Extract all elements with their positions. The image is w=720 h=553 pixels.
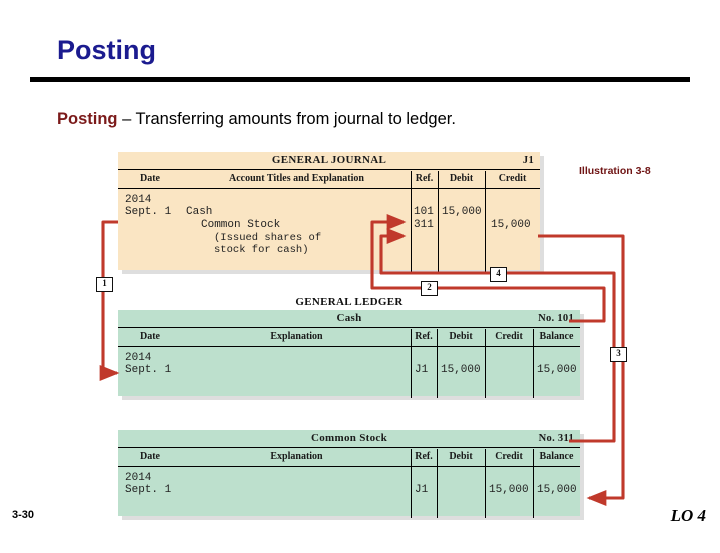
step-marker-3: 3 (610, 347, 627, 362)
general-ledger-caption: GENERAL LEDGER (295, 296, 403, 308)
subtitle-keyword: Posting (57, 110, 118, 128)
title-divider (30, 77, 690, 82)
journal-col-debit: Debit (449, 173, 474, 184)
cash-header-row: Date Explanation Ref. Debit Credit Balan… (118, 327, 580, 347)
learning-objective-label: LO 4 (670, 506, 706, 525)
cash-row-ref: J1 (415, 364, 429, 376)
journal-caption: GENERAL JOURNAL (271, 154, 387, 166)
step-marker-2: 2 (421, 281, 438, 296)
cs-row-year: 2014 (125, 472, 152, 484)
cs-col-balance: Balance (539, 451, 574, 462)
journal-col-credit: Credit (498, 173, 527, 184)
step-marker-1: 1 (96, 277, 113, 292)
cs-rule-ref (411, 449, 413, 518)
step-marker-4: 4 (490, 267, 507, 282)
cs-row-date: Sept. 1 (125, 484, 172, 496)
cash-row-year: 2014 (125, 352, 152, 364)
illustration-label: Illustration 3-8 (579, 165, 651, 177)
cs-header-row: Date Explanation Ref. Debit Credit Balan… (118, 447, 580, 467)
journal-row-ref1: 101 (414, 206, 434, 218)
cash-col-balance: Balance (539, 331, 574, 342)
journal-row-credit: 15,000 (491, 219, 531, 231)
cash-col-explanation: Explanation (270, 331, 323, 342)
cash-row-balance: 15,000 (537, 364, 577, 376)
cs-rule-credit (485, 449, 487, 518)
journal-row-line4: stock for cash) (214, 244, 309, 256)
cs-row-ref: J1 (415, 484, 429, 496)
page-number: 3-30 (12, 509, 35, 521)
cash-row-date: Sept. 1 (125, 364, 172, 376)
journal-rule-credit (485, 171, 487, 272)
cs-row-balance: 15,000 (537, 484, 577, 496)
cs-col-credit: Credit (495, 451, 523, 462)
journal-row-date: Sept. 1 (125, 206, 172, 218)
cash-rule-balance (533, 329, 535, 398)
cash-rule-ref (411, 329, 413, 398)
cs-col-debit: Debit (449, 451, 473, 462)
cash-col-debit: Debit (449, 331, 473, 342)
journal-row-year: 2014 (125, 194, 152, 206)
journal-col-ref: Ref. (415, 173, 434, 184)
journal-col-account: Account Titles and Explanation (229, 173, 364, 184)
journal-row-debit: 15,000 (442, 206, 482, 218)
cash-account-name: Cash (336, 312, 362, 324)
cs-row-credit: 15,000 (489, 484, 529, 496)
cs-col-ref: Ref. (415, 451, 433, 462)
cash-col-credit: Credit (495, 331, 523, 342)
cash-body: 2014 Sept. 1 J1 15,000 15,000 (118, 329, 580, 433)
journal-row-line3: (Issued shares of (214, 232, 322, 244)
cash-rule-debit (437, 329, 439, 398)
cs-rule-balance (533, 449, 535, 518)
cs-body: 2014 Sept. 1 J1 15,000 15,000 (118, 449, 580, 553)
journal-body: 2014 Sept. 1 Cash Common Stock (Issued s… (118, 171, 540, 307)
cs-account-name: Common Stock (310, 432, 388, 444)
journal-header-row: Date Account Titles and Explanation Ref.… (118, 169, 540, 189)
journal-rule-debit (438, 171, 440, 272)
cash-row-debit: 15,000 (441, 364, 481, 376)
arrow-1-date-to-ledger (99, 220, 120, 382)
journal-caption-row: GENERAL JOURNAL J1 (118, 152, 540, 169)
ledger-account-cash: Cash No. 101 Date Explanation Ref. Debit… (118, 310, 580, 398)
cash-col-ref: Ref. (415, 331, 433, 342)
cs-rule-debit (437, 449, 439, 518)
cs-caption-row: Common Stock No. 311 (118, 430, 580, 447)
journal-rule-ref (411, 171, 413, 272)
cs-col-explanation: Explanation (270, 451, 323, 462)
journal-row-line1: Cash (186, 206, 213, 218)
journal-row-line2: Common Stock (201, 219, 281, 231)
general-journal-table: GENERAL JOURNAL J1 Date Account Titles a… (118, 152, 540, 272)
cash-rule-credit (485, 329, 487, 398)
cash-caption-row: Cash No. 101 (118, 310, 580, 327)
journal-row-ref2: 311 (414, 219, 434, 231)
ledger-account-common-stock: Common Stock No. 311 Date Explanation Re… (118, 430, 580, 518)
subtitle: Posting – Transferring amounts from jour… (57, 110, 456, 129)
journal-page-ref: J1 (522, 155, 534, 166)
cash-col-date: Date (140, 331, 160, 342)
posting-illustration: GENERAL JOURNAL J1 Date Account Titles a… (96, 152, 627, 518)
subtitle-text: – Transferring amounts from journal to l… (117, 110, 456, 128)
cs-account-number: No. 311 (538, 433, 574, 444)
journal-col-date: Date (140, 173, 160, 184)
page-title: Posting (57, 35, 156, 65)
cash-account-number: No. 101 (538, 313, 574, 324)
cs-col-date: Date (140, 451, 160, 462)
